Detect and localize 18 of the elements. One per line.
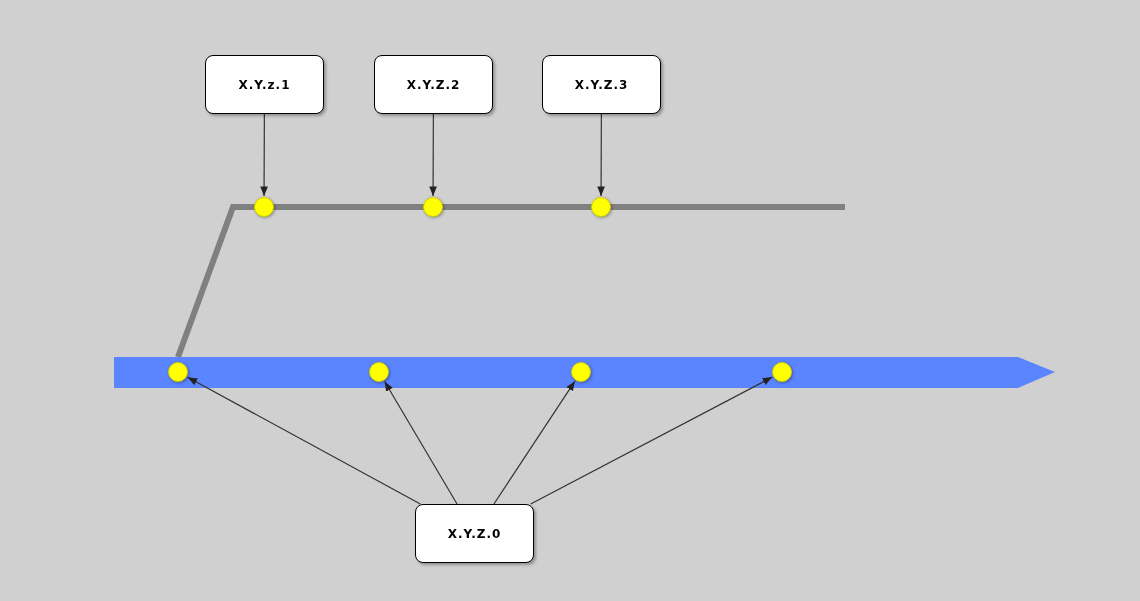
version-box — [542, 55, 661, 114]
arrow — [597, 113, 605, 197]
version-label: X.Y.Z.2 — [406, 77, 461, 92]
arrow — [260, 113, 268, 197]
arrow — [493, 380, 576, 505]
version-label: X.Y.z.1 — [238, 77, 291, 92]
version-box — [415, 504, 534, 563]
version-label: X.Y.Z.3 — [574, 77, 629, 92]
arrow — [530, 376, 773, 505]
commit-dot — [254, 197, 274, 217]
arrow — [429, 113, 437, 197]
version-box — [205, 55, 324, 114]
commit-dot — [423, 197, 443, 217]
arrow — [187, 376, 421, 505]
arrow — [384, 380, 458, 505]
version-label: X.Y.Z.0 — [447, 526, 502, 541]
commit-dot — [591, 197, 611, 217]
version-box — [374, 55, 493, 114]
